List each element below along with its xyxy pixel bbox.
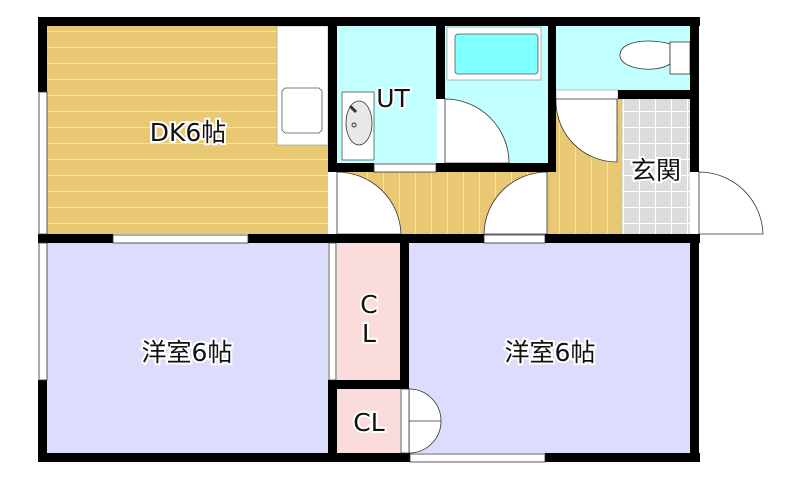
room-label-closet-c: C bbox=[360, 290, 377, 319]
room-label-closet-l: L bbox=[362, 319, 376, 348]
windows bbox=[38, 91, 546, 463]
bathtub-icon bbox=[454, 33, 539, 75]
closet-door-swing bbox=[408, 388, 442, 454]
ut-door-swing bbox=[336, 171, 402, 235]
room-label-genkan: 玄関 bbox=[631, 156, 681, 185]
western-room-right-floor bbox=[409, 243, 690, 453]
washbasin-icon bbox=[341, 91, 375, 161]
kitchen-sink-icon bbox=[281, 87, 323, 134]
room-label-closet-small: CL bbox=[353, 408, 384, 437]
room-label-dk: DK6帖 bbox=[150, 118, 227, 147]
genkan-floor bbox=[622, 99, 690, 234]
toilet-door-swing bbox=[555, 98, 618, 163]
western-room-left-floor bbox=[47, 243, 328, 453]
room-door-swing bbox=[483, 171, 548, 235]
walls bbox=[38, 17, 700, 462]
entrance-door-swing bbox=[698, 171, 764, 235]
toilet-icon bbox=[619, 40, 691, 75]
room-label-western-right: 洋室6帖 bbox=[505, 338, 596, 367]
room-label-ut: UT bbox=[376, 84, 410, 113]
bath-door-swing bbox=[444, 98, 510, 164]
closet-small-floor bbox=[337, 389, 400, 453]
room-label-western-left: 洋室6帖 bbox=[142, 338, 233, 367]
closet-tall-floor bbox=[337, 243, 400, 380]
